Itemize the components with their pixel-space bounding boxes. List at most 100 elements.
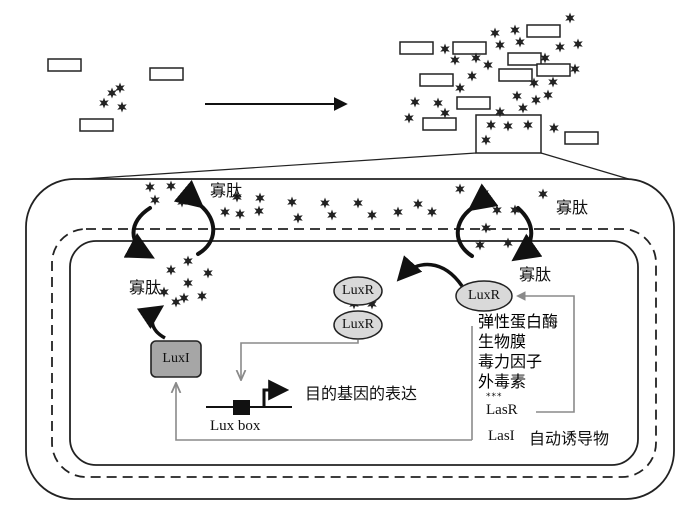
luxi-box bbox=[150, 340, 202, 378]
lasr-label: LasR bbox=[486, 402, 518, 418]
signal-molecule-icon bbox=[503, 237, 513, 249]
low-density-signal-molecules bbox=[99, 82, 127, 113]
signal-molecule-icon bbox=[404, 112, 414, 124]
gene-elastase: 弹性蛋白酶 bbox=[478, 312, 559, 331]
signal-molecule-icon bbox=[529, 77, 539, 89]
autoinducer-label: 自动诱导物 bbox=[529, 429, 610, 448]
transport-channel-left bbox=[123, 179, 216, 259]
signal-molecule-icon bbox=[327, 209, 337, 221]
transcription-start-arrow bbox=[262, 379, 290, 407]
signal-molecule-icon bbox=[367, 209, 377, 221]
cell-wall-dashed bbox=[51, 228, 657, 478]
signal-molecule-icon bbox=[179, 292, 189, 304]
signal-molecule-icon bbox=[549, 122, 559, 134]
peptide-label-top-right: 寡肽 bbox=[556, 198, 589, 217]
signal-molecule-icon bbox=[495, 39, 505, 51]
zoom-line-left bbox=[67, 152, 477, 181]
signal-molecule-icon bbox=[538, 188, 548, 200]
transport-channel-right bbox=[455, 183, 543, 262]
bacterium bbox=[564, 131, 599, 145]
signal-molecule-icon bbox=[320, 197, 330, 209]
signal-molecule-icon bbox=[166, 264, 176, 276]
signal-molecule-icon bbox=[115, 82, 125, 94]
bacterium bbox=[536, 63, 571, 77]
luxr-label-right: LuxR bbox=[468, 288, 500, 303]
bacterium bbox=[526, 24, 561, 38]
zoom-box bbox=[475, 114, 542, 154]
signal-molecule-icon bbox=[540, 52, 550, 64]
signal-molecule-icon bbox=[531, 94, 541, 106]
bacterium bbox=[149, 67, 184, 81]
signal-molecule-icon bbox=[455, 82, 465, 94]
signal-molecule-icon bbox=[99, 97, 109, 109]
signal-molecule-icon bbox=[548, 76, 558, 88]
signal-molecule-icon bbox=[486, 119, 496, 131]
signal-molecule-icon bbox=[523, 119, 533, 131]
signal-molecule-icon bbox=[197, 290, 207, 302]
signal-molecule-icon bbox=[481, 134, 491, 146]
luxr-label-top: LuxR bbox=[342, 283, 374, 298]
luxr-dimerization-arrow bbox=[396, 255, 464, 288]
signal-molecule-icon bbox=[235, 208, 245, 220]
signal-molecule-icon bbox=[510, 204, 520, 216]
signal-molecule-icon bbox=[490, 27, 500, 39]
signal-molecule-icon bbox=[203, 267, 213, 279]
signal-molecule-icon bbox=[481, 222, 491, 234]
luxr-node-dimer-bottom bbox=[333, 310, 383, 340]
signal-molecule-icon bbox=[555, 41, 565, 53]
signal-molecule-icon bbox=[171, 296, 181, 308]
signal-molecule-icon bbox=[367, 298, 377, 310]
signal-molecule-icon bbox=[427, 206, 437, 218]
high-density-signal-molecules bbox=[404, 12, 583, 146]
high-density-bacteria bbox=[399, 24, 599, 145]
signal-molecules bbox=[145, 180, 548, 310]
target-gene-list: 弹性蛋白酶 生物膜 毒力因子 外毒素 bbox=[478, 312, 558, 392]
signal-molecule-icon bbox=[503, 120, 513, 132]
lasi-label: LasI bbox=[488, 428, 515, 444]
signal-molecule-icon bbox=[145, 181, 155, 193]
signal-molecule-icon bbox=[565, 12, 575, 24]
signal-molecule-icon bbox=[117, 101, 127, 113]
signal-molecule-icon bbox=[293, 212, 303, 224]
signal-molecule-icon bbox=[287, 196, 297, 208]
peptide-label-right: 寡肽 bbox=[519, 265, 552, 284]
zoom-line-right bbox=[540, 152, 633, 181]
luxi-synthesis-arrow bbox=[136, 305, 166, 340]
signal-molecule-icon bbox=[410, 96, 420, 108]
peptide-label-top-left: 寡肽 bbox=[210, 181, 243, 200]
signal-molecule-icon bbox=[353, 197, 363, 209]
lux-box-element bbox=[233, 400, 250, 415]
gene-virulence-factor: 毒力因子 bbox=[478, 352, 543, 371]
signal-molecule-icon bbox=[515, 36, 525, 48]
signal-molecule-icon bbox=[440, 107, 450, 119]
bacterium bbox=[422, 117, 457, 131]
bacterium bbox=[452, 41, 487, 55]
signal-molecule-icon bbox=[512, 90, 522, 102]
low-density-bacteria bbox=[47, 58, 184, 132]
bacterium bbox=[419, 73, 454, 87]
gene-biofilm: 生物膜 bbox=[478, 332, 527, 351]
inner-membrane bbox=[69, 240, 639, 466]
signal-molecule-icon bbox=[393, 206, 403, 218]
luxr-to-dna-arrow bbox=[241, 340, 359, 379]
signal-molecule-icon bbox=[183, 277, 193, 289]
signal-molecule-icon bbox=[543, 89, 553, 101]
signal-molecule-icon bbox=[433, 97, 443, 109]
signal-molecule-icon bbox=[183, 255, 193, 267]
signal-molecule-icon bbox=[483, 59, 493, 71]
signal-molecule-icon bbox=[255, 192, 265, 204]
signal-molecule-icon bbox=[570, 63, 580, 75]
signal-molecule-icon bbox=[495, 106, 505, 118]
signal-molecule-icon bbox=[475, 239, 485, 251]
signal-molecule-icon bbox=[166, 180, 176, 192]
luxr-node-right bbox=[455, 280, 513, 312]
signal-molecule-icon bbox=[413, 198, 423, 210]
peptide-label-left: 寡肽 bbox=[129, 278, 162, 297]
bacterium bbox=[456, 96, 491, 110]
bacterium bbox=[498, 68, 533, 82]
signal-molecule-icon bbox=[220, 206, 230, 218]
signal-molecule-icon bbox=[573, 38, 583, 50]
luxr-node-dimer-top bbox=[333, 276, 383, 306]
signal-molecule-icon bbox=[150, 194, 160, 206]
